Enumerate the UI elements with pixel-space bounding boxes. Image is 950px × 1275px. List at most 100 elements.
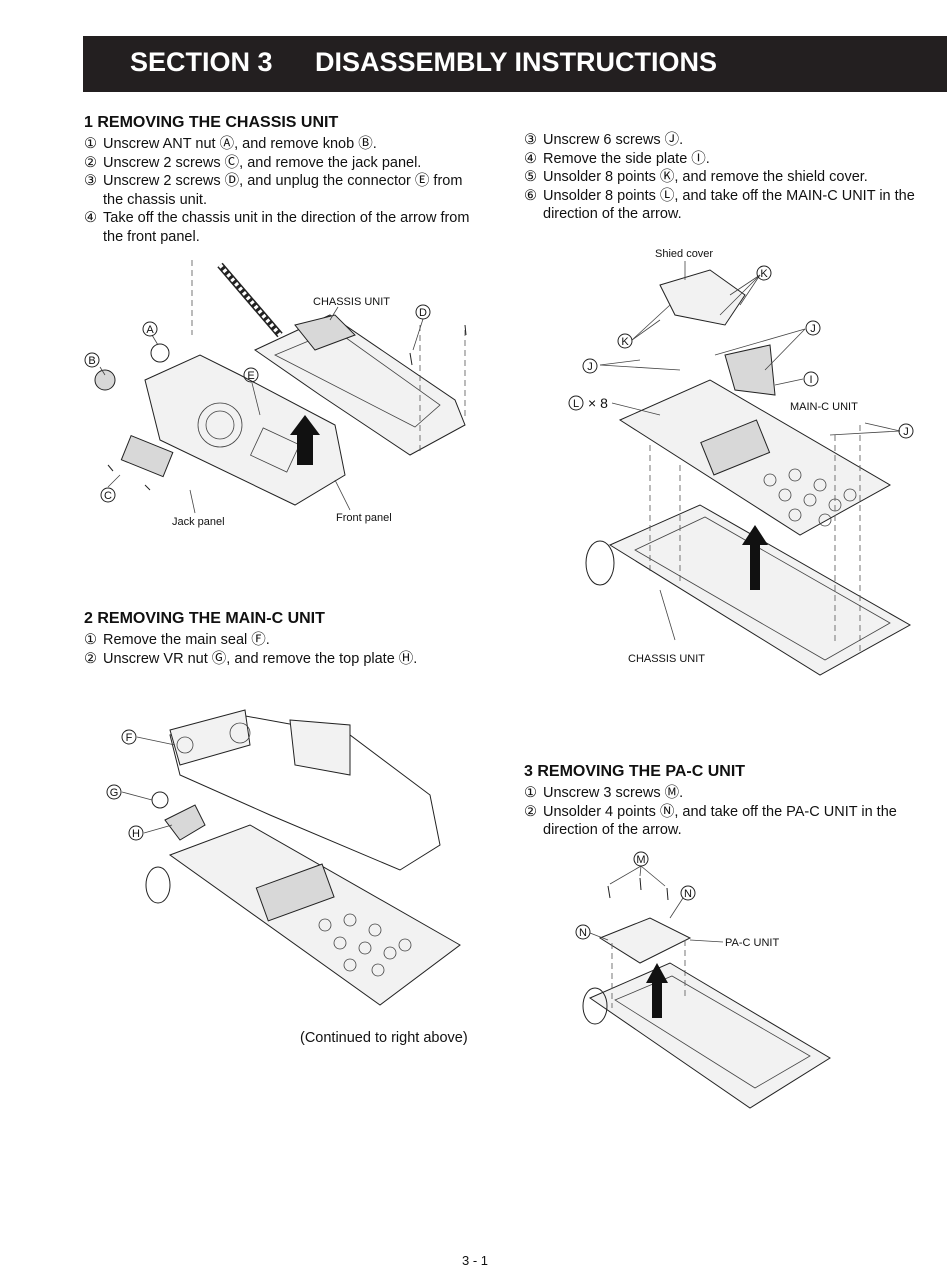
step-number: ① xyxy=(84,632,97,648)
step-text: Unscrew ANT nut Ⓐ, and remove knob Ⓑ. xyxy=(103,136,377,152)
step-text: Unsolder 8 points Ⓛ, and take off the MA… xyxy=(543,187,915,223)
callout-j-right: J xyxy=(898,423,914,439)
front-panel xyxy=(144,354,346,506)
step-number: ③ xyxy=(84,173,97,189)
step-number: ⑤ xyxy=(524,169,537,185)
step-number: ② xyxy=(524,803,537,820)
removal-arrow xyxy=(290,415,320,465)
step: ② Unscrew 2 screws Ⓒ, and remove the jack… xyxy=(84,154,484,173)
side-plate xyxy=(724,344,776,396)
step-text: Unscrew 3 screws Ⓜ. xyxy=(543,785,684,801)
section-1-steps: ① Unscrew ANT nut Ⓐ, and remove knob Ⓑ. ②… xyxy=(84,135,484,246)
main-c-unit-label: MAIN-C UNIT xyxy=(790,401,858,413)
step: ⑥ Unsolder 8 points Ⓛ, and take off the M… xyxy=(524,187,924,224)
svg-text:J: J xyxy=(587,361,593,373)
step: ① Unscrew 3 screws Ⓜ. xyxy=(524,784,924,803)
callout-a: A xyxy=(142,321,158,337)
svg-text:K: K xyxy=(760,268,768,280)
step-number: ④ xyxy=(84,210,97,226)
section-3-steps: ① Unscrew 3 screws Ⓜ. ② Unsolder 4 points … xyxy=(524,784,924,840)
callout-g: G xyxy=(106,784,122,800)
shield-cover xyxy=(659,269,746,326)
step-number: ① xyxy=(84,136,97,152)
main-c-removal-figure: Shied cover MAIN-C UNIT CHASSIS UNIT × 8… xyxy=(540,245,925,685)
step-number: ② xyxy=(84,154,97,171)
svg-text:M: M xyxy=(636,854,645,866)
callout-k-top: K xyxy=(756,265,772,281)
callout-c: C xyxy=(100,487,116,503)
pa-c-unit xyxy=(598,917,692,964)
step-text: Unsolder 4 points Ⓝ, and take off the PA… xyxy=(543,803,897,839)
page-number: 3 - 1 xyxy=(461,1253,488,1268)
section-2: 2 REMOVING THE MAIN-C UNIT ① Remove the m… xyxy=(84,609,484,668)
callout-n-right: N xyxy=(680,885,696,901)
callout-i: I xyxy=(803,371,819,387)
pa-c-removal-figure: PA-C UNIT M N N xyxy=(540,848,840,1118)
chassis-unit xyxy=(588,962,831,1109)
svg-text:D: D xyxy=(419,307,427,319)
step: ① Remove the main seal Ⓕ. xyxy=(84,631,484,650)
main-seal xyxy=(169,714,441,871)
callout-m: M xyxy=(633,851,649,867)
antenna-base xyxy=(582,987,608,1025)
svg-text:A: A xyxy=(146,324,154,336)
step-number: ① xyxy=(524,785,537,801)
step: ① Unscrew ANT nut Ⓐ, and remove knob Ⓑ. xyxy=(84,135,484,154)
jack-panel-label: Jack panel xyxy=(172,516,225,528)
shield-cover-label: Shied cover xyxy=(655,248,713,260)
callout-k-left: K xyxy=(617,333,633,349)
svg-text:C: C xyxy=(104,490,112,502)
pa-c-unit-label: PA-C UNIT xyxy=(725,937,779,949)
callout-b: B xyxy=(84,352,100,368)
svg-text:F: F xyxy=(126,732,133,744)
svg-text:G: G xyxy=(110,787,119,799)
callout-h: H xyxy=(128,825,144,841)
section-number: SECTION 3 xyxy=(130,47,273,77)
svg-text:K: K xyxy=(621,336,629,348)
step: ③ Unscrew 2 screws Ⓓ, and unplug the conn… xyxy=(84,172,484,209)
step-text: Remove the main seal Ⓕ. xyxy=(103,632,270,648)
svg-text:I: I xyxy=(809,374,812,386)
chassis-unit-label: CHASSIS UNIT xyxy=(313,296,390,308)
callout-d: D xyxy=(415,304,431,320)
section-2-title: 2 REMOVING THE MAIN-C UNIT xyxy=(84,610,325,627)
svg-text:E: E xyxy=(247,370,254,382)
radio-body xyxy=(168,824,461,1006)
step-text: Unsolder 8 points Ⓚ, and remove the shie… xyxy=(543,169,868,185)
step-text: Remove the side plate Ⓘ. xyxy=(543,150,710,167)
svg-text:H: H xyxy=(132,828,140,840)
step-number: ③ xyxy=(524,132,537,148)
ant-nut xyxy=(150,343,170,363)
step-text: Unscrew 2 screws Ⓓ, and unplug the conne… xyxy=(103,173,463,208)
main-seal-removal-figure: F G H xyxy=(100,705,480,1015)
removal-arrow xyxy=(646,963,668,1018)
svg-text:N: N xyxy=(684,888,692,900)
knob xyxy=(94,369,116,391)
removal-arrow xyxy=(742,525,768,590)
chassis-unit-label: CHASSIS UNIT xyxy=(628,653,705,665)
section-title: DISASSEMBLY INSTRUCTIONS xyxy=(315,47,718,77)
callout-j-left: J xyxy=(582,358,598,374)
section-header: SECTION 3 DISASSEMBLY INSTRUCTIONS xyxy=(83,36,947,92)
svg-text:J: J xyxy=(903,426,909,438)
svg-text:B: B xyxy=(88,355,95,367)
top-plate xyxy=(164,804,206,841)
chassis-unit xyxy=(253,314,466,456)
antenna-base xyxy=(145,866,171,904)
step-text: Unscrew VR nut Ⓖ, and remove the top pla… xyxy=(103,650,418,667)
front-panel-label: Front panel xyxy=(336,512,392,524)
step-number: ⑥ xyxy=(524,187,537,204)
svg-text:N: N xyxy=(579,927,587,939)
continued-note: (Continued to right above) xyxy=(300,1030,468,1046)
chassis-removal-figure: CHASSIS UNIT Jack panel Front panel A B … xyxy=(80,255,480,535)
step-text: Unscrew 6 screws Ⓙ. xyxy=(543,132,684,148)
step: ② Unsolder 4 points Ⓝ, and take off the P… xyxy=(524,803,924,840)
callout-f: F xyxy=(121,729,137,745)
step-text: Unscrew 2 screws Ⓒ, and remove the jack … xyxy=(103,154,422,171)
